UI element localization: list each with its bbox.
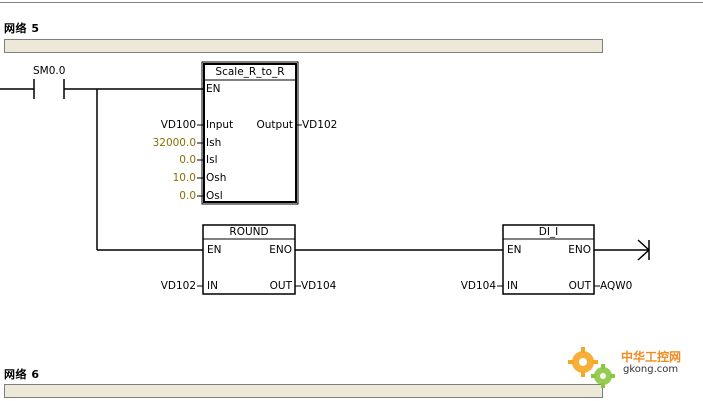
network-6-title[interactable]: 网络 6: [4, 368, 40, 381]
di-i-pin-out: OUT: [568, 280, 591, 292]
di-i-pin-en: EN: [507, 244, 522, 256]
scale-input-value[interactable]: VD100: [160, 119, 196, 131]
round-pin-in: IN: [207, 280, 218, 292]
round-pin-eno: ENO: [269, 244, 292, 256]
output-arrow-icon: [637, 239, 650, 261]
di-i-in-value[interactable]: VD104: [460, 280, 496, 292]
scale-pin-en: EN: [206, 83, 221, 95]
watermark-brand: 中华工控网: [621, 350, 682, 364]
di-i-out-value[interactable]: AQW0: [600, 280, 633, 292]
scale-pin-input: Input: [206, 119, 234, 131]
round-block-title: ROUND: [229, 226, 269, 238]
round-in-value[interactable]: VD102: [160, 280, 196, 292]
contact-label: SM0.0: [33, 65, 66, 77]
contact-sm0-0[interactable]: [33, 79, 65, 99]
scale-block[interactable]: [201, 61, 299, 205]
di-i-pin-eno: ENO: [568, 244, 591, 256]
scale-pin-isl: Isl: [206, 154, 218, 166]
scale-isl-value[interactable]: 0.0: [179, 154, 196, 166]
scale-output-value[interactable]: VD102: [302, 119, 338, 131]
scale-pin-osl: Osl: [206, 190, 223, 202]
round-out-value[interactable]: VD104: [301, 280, 337, 292]
round-pin-out: OUT: [269, 280, 292, 292]
network-5-comment[interactable]: [4, 39, 603, 53]
scale-ish-value[interactable]: 32000.0: [152, 137, 196, 149]
scale-pin-output: Output: [256, 119, 293, 131]
scale-pin-osh: Osh: [206, 172, 227, 184]
network-6-comment[interactable]: [4, 384, 603, 398]
gkong-watermark: 中华工控网 gkong.com: [563, 340, 703, 401]
network-5-title[interactable]: 网络 5: [4, 22, 40, 35]
scale-osl-value[interactable]: 0.0: [179, 190, 196, 202]
round-pin-en: EN: [207, 244, 222, 256]
di-i-block[interactable]: [502, 224, 595, 295]
scale-osh-value[interactable]: 10.0: [172, 172, 196, 184]
top-border: [0, 2, 703, 3]
di-i-pin-in: IN: [507, 280, 518, 292]
gear-icon: [568, 347, 615, 388]
watermark-domain: gkong.com: [623, 364, 679, 375]
scale-pin-ish: Ish: [206, 137, 222, 149]
di-i-block-title: DI_I: [538, 226, 559, 238]
round-block[interactable]: [202, 224, 296, 295]
scale-block-title: Scale_R_to_R: [215, 66, 285, 78]
